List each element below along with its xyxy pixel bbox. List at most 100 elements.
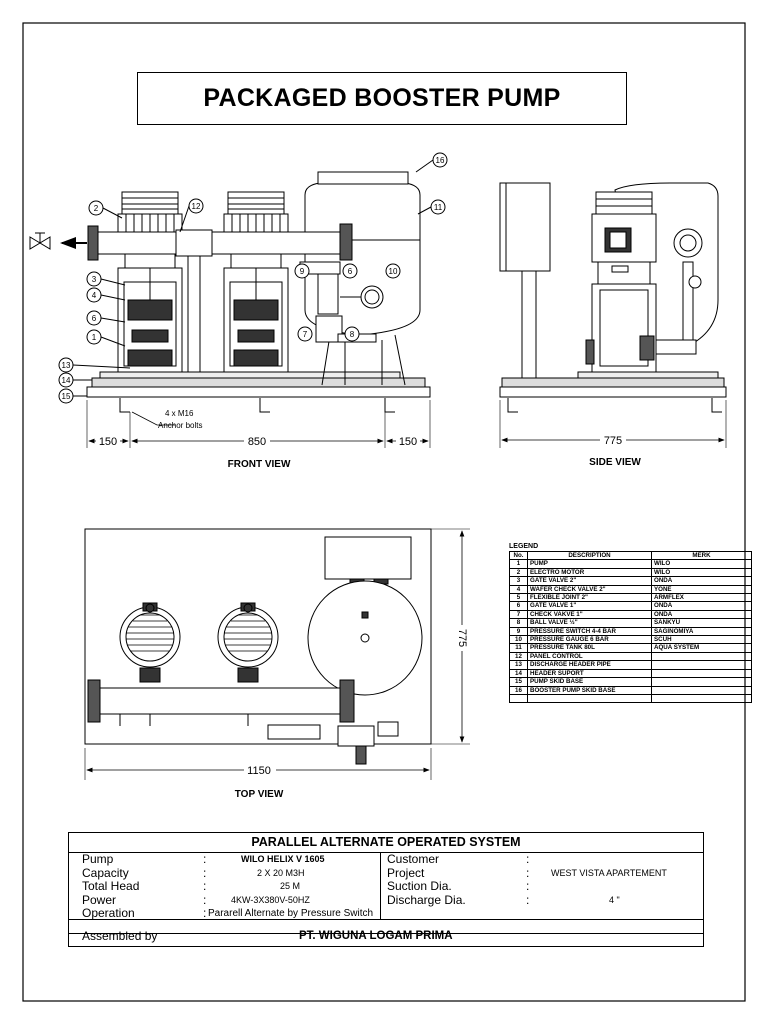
balloon-numbers: 2 12 3 4 6 1 13 14 15 9 6 10 7 8 11 16 xyxy=(62,156,445,401)
colon: : xyxy=(203,852,207,866)
motor-2 xyxy=(223,191,289,269)
legend-cell-merk: WILO xyxy=(651,559,752,569)
colon: : xyxy=(203,892,207,907)
legend-cell-no: 12 xyxy=(509,651,528,662)
pump-2 xyxy=(223,267,289,373)
legend-cell-no: 6 xyxy=(509,601,528,611)
sheet-border xyxy=(22,22,746,1002)
legend-cell-no: 10 xyxy=(509,635,528,645)
legend-cell-description: PRESSURE TANK 80L xyxy=(527,643,652,653)
page-title: PACKAGED BOOSTER PUMP xyxy=(203,84,561,112)
legend-cell-description: HEADER SUPORT xyxy=(527,668,652,679)
balloon-12: 16 xyxy=(436,156,445,165)
legend-cell-description: PUMP xyxy=(527,559,652,569)
legend-cell-merk xyxy=(651,668,752,679)
colon: : xyxy=(526,852,530,866)
legend-header-row: No. DESCRIPTION MERK xyxy=(509,550,752,561)
legend-cell-merk: ARMFLEX xyxy=(651,593,752,603)
colon: : xyxy=(526,879,530,893)
top-view-label: TOP VIEW xyxy=(235,789,284,800)
balloon-13: 12 xyxy=(192,202,201,211)
legend-cell-no: 16 xyxy=(509,685,528,695)
balloon-14: 13 xyxy=(62,361,71,370)
legend-cell-merk xyxy=(651,685,752,695)
front-view xyxy=(29,152,448,448)
legend-cell-description: PANEL CONTROL xyxy=(527,651,652,662)
colon: : xyxy=(526,892,530,907)
assembled-label: Assembled by xyxy=(82,929,158,943)
spec-row-operation: Operation : Pararell Alternate by Pressu… xyxy=(69,906,703,921)
legend-cell-description: BOOSTER PUMP SKID BASE xyxy=(527,685,652,695)
total-head-value: 25 M xyxy=(280,881,301,891)
legend-row xyxy=(509,693,752,704)
legend-cell-description: PUMP SKID BASE xyxy=(527,677,652,687)
balloon-10: 10 xyxy=(389,267,398,276)
balloons-front xyxy=(58,152,448,404)
balloon-3: 3 xyxy=(92,275,97,284)
legend-cell-merk xyxy=(651,660,752,670)
total-head-label: Total Head xyxy=(82,879,140,893)
legend-cell-merk: ONDA xyxy=(651,576,752,586)
spec-table: PARALLEL ALTERNATE OPERATED SYSTEM Pump … xyxy=(68,832,704,947)
legend-cell-merk xyxy=(651,693,752,704)
legend-cell-merk: ONDA xyxy=(651,609,752,620)
balloon-15: 14 xyxy=(62,376,71,385)
dim-front-mid: 850 xyxy=(248,436,266,448)
customer-label: Customer xyxy=(387,852,440,866)
legend-header-description: DESCRIPTION xyxy=(527,550,652,561)
balloon-11: 11 xyxy=(434,203,443,212)
legend-cell-no: 15 xyxy=(509,677,528,687)
dim-top-width: 1150 xyxy=(247,765,271,777)
motor-1 xyxy=(117,191,183,269)
legend-title: LEGEND xyxy=(509,543,539,550)
discharge-label: Discharge Dia. xyxy=(387,892,466,907)
power-value: 4KW-3X380V-50HZ xyxy=(231,894,310,905)
legend-cell-no: 7 xyxy=(509,609,528,620)
legend-cell-no: 3 xyxy=(509,576,528,586)
legend-cell-merk: SANKYU xyxy=(651,618,752,628)
colon: : xyxy=(203,865,207,880)
legend-header-no: No. xyxy=(509,550,528,561)
balloon-16: 15 xyxy=(62,392,71,401)
dim-side-width: 775 xyxy=(604,435,622,447)
legend-cell-description: GATE VALVE 1" xyxy=(527,601,652,611)
spec-divider xyxy=(380,852,381,919)
power-label: Power xyxy=(82,892,117,907)
assembled-value: PT. WIGUNA LOGAM PRIMA xyxy=(299,930,453,942)
spec-row-capacity: Capacity : 2 X 20 M3H Project : WEST VIS… xyxy=(69,865,703,881)
legend-cell-merk: SAGINOMIYA xyxy=(651,626,752,637)
legend-cell-description: ELECTRO MOTOR xyxy=(527,567,652,578)
spec-row-head: Total Head : 25 M Suction Dia. : xyxy=(69,879,703,894)
spec-heading: PARALLEL ALTERNATE OPERATED SYSTEM xyxy=(69,833,703,853)
side-view-label: SIDE VIEW xyxy=(589,457,641,468)
dim-top-depth: 775 xyxy=(456,629,468,647)
legend-cell-merk: SCUH xyxy=(651,635,752,645)
colon: : xyxy=(203,906,207,920)
legend-cell-no: 2 xyxy=(509,567,528,578)
spec-row-power: Power : 4KW-3X380V-50HZ Discharge Dia. :… xyxy=(69,892,703,908)
legend-header-merk: MERK xyxy=(651,550,752,561)
project-value: WEST VISTA APARTEMENT xyxy=(551,867,667,878)
spec-rule-2 xyxy=(69,933,703,934)
legend-cell-description: PRESSURE SWITCH 4-4 BAR xyxy=(527,626,652,637)
balloon-9: 9 xyxy=(300,267,305,276)
front-view-label: FRONT VIEW xyxy=(228,459,291,470)
legend-cell-no: 14 xyxy=(509,668,528,679)
legend-cell-description: GATE VALVE 2" xyxy=(527,576,652,586)
project-label: Project xyxy=(387,865,425,880)
pump-label: Pump xyxy=(82,852,114,866)
dim-front-right: 150 xyxy=(399,436,417,448)
